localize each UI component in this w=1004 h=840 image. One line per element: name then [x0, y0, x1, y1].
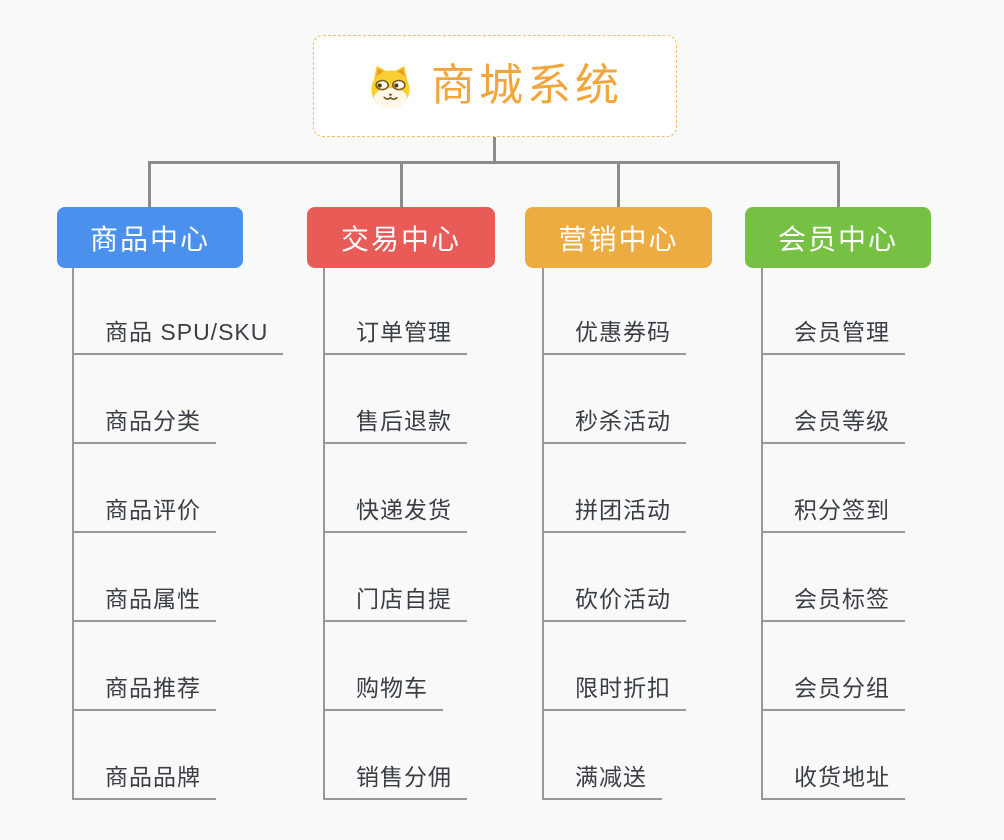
branch-children-trade: 订单管理 售后退款 快递发货 门店自提 购物车 销售分佣 — [323, 266, 467, 800]
branch-header-product[interactable]: 商品中心 — [57, 207, 243, 268]
connector-drop-product — [148, 161, 151, 207]
branch-item-label: 商品评价 — [74, 496, 216, 533]
branch-item-label: 满减送 — [544, 763, 662, 800]
branch-item[interactable]: 会员等级 — [763, 355, 905, 444]
branch-item[interactable]: 会员管理 — [763, 266, 905, 355]
branch-item-label: 会员标签 — [763, 585, 905, 622]
branch-item[interactable]: 商品属性 — [74, 533, 283, 622]
branch-item-label: 优惠券码 — [544, 318, 686, 355]
branch-item-label: 积分签到 — [763, 496, 905, 533]
connector-drop-trade — [400, 161, 403, 207]
branch-item[interactable]: 商品品牌 — [74, 711, 283, 800]
branch-item-label: 收货地址 — [763, 763, 905, 800]
connector-root-stem — [493, 136, 496, 163]
branch-item-label: 秒杀活动 — [544, 407, 686, 444]
branch-item-label: 限时折扣 — [544, 674, 686, 711]
branch-item[interactable]: 积分签到 — [763, 444, 905, 533]
branch-item-label: 售后退款 — [325, 407, 467, 444]
branch-item-label: 会员分组 — [763, 674, 905, 711]
branch-item-label: 销售分佣 — [325, 763, 467, 800]
branch-header-trade[interactable]: 交易中心 — [307, 207, 495, 268]
connector-drop-member — [837, 161, 840, 207]
branch-header-member[interactable]: 会员中心 — [745, 207, 931, 268]
branch-item[interactable]: 限时折扣 — [544, 622, 686, 711]
branch-item[interactable]: 商品分类 — [74, 355, 283, 444]
branch-item-label: 门店自提 — [325, 585, 467, 622]
branch-item[interactable]: 满减送 — [544, 711, 686, 800]
branch-item[interactable]: 拼团活动 — [544, 444, 686, 533]
branch-item-label: 商品推荐 — [74, 674, 216, 711]
root-node[interactable]: 商城系统 — [313, 35, 677, 137]
branch-item-label: 商品属性 — [74, 585, 216, 622]
branch-item[interactable]: 商品推荐 — [74, 622, 283, 711]
root-title: 商城系统 — [431, 61, 623, 110]
branch-item[interactable]: 快递发货 — [325, 444, 467, 533]
doge-icon — [367, 63, 414, 110]
branch-item[interactable]: 销售分佣 — [325, 711, 467, 800]
branch-item-label: 砍价活动 — [544, 585, 686, 622]
branch-item[interactable]: 订单管理 — [325, 266, 467, 355]
branch-item-label: 购物车 — [325, 674, 443, 711]
branch-item-label: 快递发货 — [325, 496, 467, 533]
branch-item[interactable]: 售后退款 — [325, 355, 467, 444]
connector-trunk-horizontal — [148, 161, 840, 164]
branch-item[interactable]: 收货地址 — [763, 711, 905, 800]
branch-item[interactable]: 商品 SPU/SKU — [74, 266, 284, 355]
branch-children-marketing: 优惠券码 秒杀活动 拼团活动 砍价活动 限时折扣 满减送 — [542, 266, 686, 800]
branch-item-label: 商品品牌 — [74, 763, 216, 800]
branch-item-label: 订单管理 — [325, 318, 467, 355]
branch-children-product: 商品 SPU/SKU 商品分类 商品评价 商品属性 商品推荐 商品品牌 — [72, 266, 284, 800]
branch-item[interactable]: 购物车 — [325, 622, 467, 711]
branch-item-label: 拼团活动 — [544, 496, 686, 533]
branch-item-label: 会员等级 — [763, 407, 905, 444]
branch-children-member: 会员管理 会员等级 积分签到 会员标签 会员分组 收货地址 — [761, 266, 905, 800]
branch-item[interactable]: 会员分组 — [763, 622, 905, 711]
branch-item[interactable]: 门店自提 — [325, 533, 467, 622]
branch-item-label: 会员管理 — [763, 318, 905, 355]
branch-item[interactable]: 商品评价 — [74, 444, 283, 533]
branch-item-label: 商品 SPU/SKU — [74, 318, 284, 355]
connector-drop-marketing — [617, 161, 620, 207]
branch-item[interactable]: 秒杀活动 — [544, 355, 686, 444]
branch-header-marketing[interactable]: 营销中心 — [525, 207, 712, 268]
branch-item[interactable]: 优惠券码 — [544, 266, 686, 355]
branch-item-label: 商品分类 — [74, 407, 216, 444]
branch-item[interactable]: 会员标签 — [763, 533, 905, 622]
branch-item[interactable]: 砍价活动 — [544, 533, 686, 622]
